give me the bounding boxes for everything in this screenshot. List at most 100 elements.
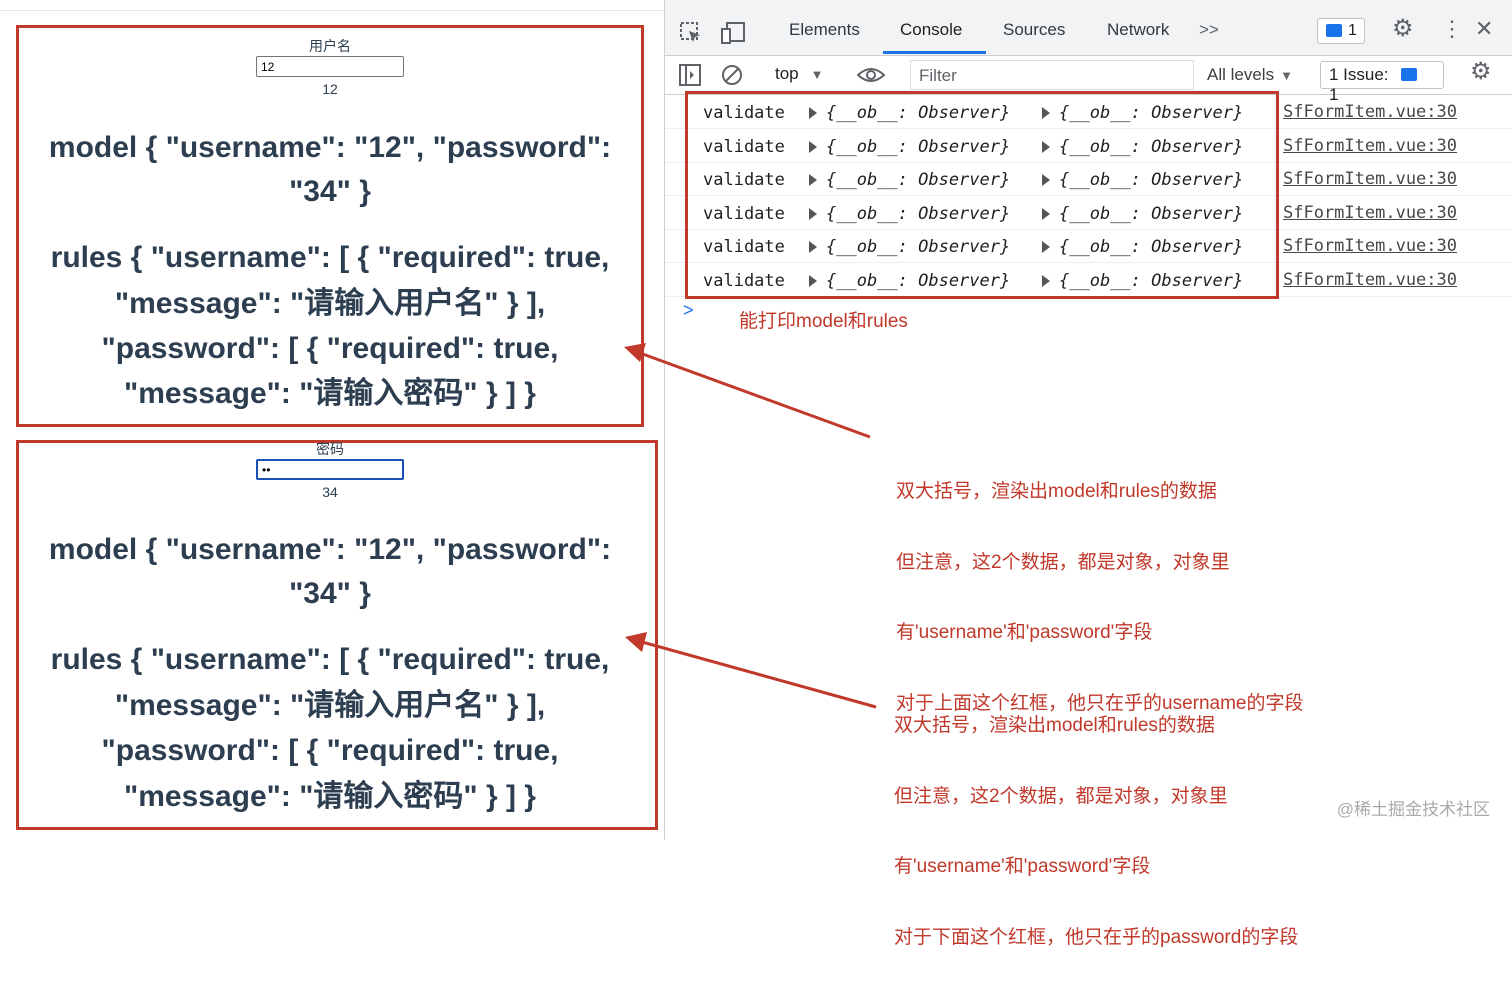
rules-text-1a: rules { "username": [ { "required": true…: [50, 241, 610, 274]
rules-text-2d: "message": "请输入密码" } ] }: [124, 780, 536, 813]
console-message: validate: [703, 237, 785, 257]
model-text-1b: "34" }: [289, 175, 371, 208]
rules-text-2c: "password": [ { "required": true,: [101, 734, 559, 767]
inspect-element-icon[interactable]: [679, 21, 703, 49]
expand-triangle-icon[interactable]: [1042, 208, 1050, 220]
model-text-1a: model { "username": "12", "password":: [48, 131, 612, 164]
more-tabs-icon[interactable]: >>: [1199, 20, 1219, 39]
console-annotation: 能打印model和rules: [739, 311, 908, 332]
rules-text-2b: "message": "请输入用户名" } ],: [114, 689, 546, 722]
expand-triangle-icon[interactable]: [809, 174, 817, 186]
devtools-panel: Elements Console Sources Network >> 1 ⚙ …: [664, 0, 1512, 948]
kebab-menu-icon[interactable]: ⋮: [1441, 16, 1463, 41]
annotation-line: 但注意，这2个数据，都是对象，对象里: [896, 551, 1230, 573]
source-link[interactable]: SfFormItem.vue:30: [1283, 102, 1457, 122]
page-top-divider: [0, 10, 664, 11]
console-message: validate: [703, 103, 785, 123]
annotation-line: 有'username'和'password'字段: [896, 622, 1153, 643]
annotation-line: 但注意，这2个数据，都是对象，对象里: [894, 785, 1228, 807]
chevron-down-icon: ▼: [1280, 68, 1293, 83]
expand-triangle-icon[interactable]: [809, 241, 817, 253]
expand-triangle-icon[interactable]: [1042, 241, 1050, 253]
log-levels-select[interactable]: All levels ▼: [1207, 65, 1293, 85]
password-form-item: 密码 34: [0, 440, 660, 501]
console-toolbar: top▼ Filter All levels ▼ 1 Issue: 1 ⚙: [665, 56, 1512, 104]
console-arg[interactable]: {__ob__: Observer}: [1059, 103, 1244, 123]
annotation-line: 对于下面这个红框，他只在乎的password的字段: [894, 926, 1299, 948]
tab-network[interactable]: Network: [1107, 20, 1170, 39]
eye-icon[interactable]: [856, 64, 886, 90]
device-toolbar-icon[interactable]: [721, 21, 747, 49]
expand-triangle-icon[interactable]: [1042, 275, 1050, 287]
console-message: validate: [703, 271, 785, 291]
expand-triangle-icon[interactable]: [1042, 141, 1050, 153]
password-input[interactable]: [256, 459, 404, 480]
console-arg[interactable]: {__ob__: Observer}: [1059, 137, 1244, 157]
console-row[interactable]: validate {__ob__: Observer} {__ob__: Obs…: [665, 162, 1512, 196]
console-row[interactable]: validate {__ob__: Observer} {__ob__: Obs…: [665, 196, 1512, 230]
console-row[interactable]: validate {__ob__: Observer} {__ob__: Obs…: [665, 95, 1512, 129]
watermark: @稀土掘金技术社区: [1336, 800, 1490, 819]
username-echo: 12: [322, 81, 338, 97]
expand-triangle-icon[interactable]: [1042, 107, 1050, 119]
source-link[interactable]: SfFormItem.vue:30: [1283, 169, 1457, 189]
clear-console-icon[interactable]: [721, 64, 743, 90]
context-select[interactable]: top▼: [775, 64, 824, 84]
annotation-top: 双大括号，渲染出model和rules的数据 但注意，这2个数据，都是对象，对象…: [896, 433, 1304, 762]
expand-triangle-icon[interactable]: [1042, 174, 1050, 186]
source-link[interactable]: SfFormItem.vue:30: [1283, 236, 1457, 256]
chevron-down-icon: ▼: [810, 67, 824, 82]
rules-text-1d: "message": "请输入密码" } ] }: [124, 377, 536, 410]
tab-elements[interactable]: Elements: [789, 20, 860, 39]
issue-icon: [1401, 68, 1418, 81]
console-row[interactable]: validate {__ob__: Observer} {__ob__: Obs…: [665, 229, 1512, 263]
console-arg[interactable]: {__ob__: Observer}: [826, 103, 1011, 123]
filter-input[interactable]: Filter: [910, 60, 1194, 90]
password-label: 密码: [316, 441, 344, 457]
console-arg[interactable]: {__ob__: Observer}: [826, 271, 1011, 291]
annotation-line: 对于上面这个红框，他只在乎的username的字段: [896, 692, 1304, 714]
close-icon[interactable]: ✕: [1475, 16, 1494, 41]
expand-triangle-icon[interactable]: [809, 107, 817, 119]
console-arg[interactable]: {__ob__: Observer}: [826, 237, 1011, 257]
username-input[interactable]: [256, 56, 404, 77]
console-message: validate: [703, 137, 785, 157]
gear-icon[interactable]: ⚙: [1392, 15, 1414, 42]
sidebar-toggle-icon[interactable]: [679, 64, 701, 90]
messages-count: 1: [1348, 22, 1357, 39]
expand-triangle-icon[interactable]: [809, 275, 817, 287]
username-form-item: 用户名 12: [0, 37, 660, 98]
active-tab-indicator: [883, 51, 986, 54]
console-arg[interactable]: {__ob__: Observer}: [826, 204, 1011, 224]
console-prompt[interactable]: >: [683, 300, 694, 320]
source-link[interactable]: SfFormItem.vue:30: [1283, 136, 1457, 156]
password-highlight-box: [16, 440, 658, 830]
annotation-line: 有'username'和'password'字段: [894, 856, 1151, 877]
model-text-2b: "34" }: [289, 577, 371, 610]
console-row[interactable]: validate {__ob__: Observer} {__ob__: Obs…: [665, 129, 1512, 163]
message-icon: [1326, 24, 1342, 37]
tab-console[interactable]: Console: [900, 20, 963, 39]
model-text-2a: model { "username": "12", "password":: [48, 533, 612, 566]
console-arg[interactable]: {__ob__: Observer}: [1059, 271, 1244, 291]
console-arg[interactable]: {__ob__: Observer}: [826, 137, 1011, 157]
source-link[interactable]: SfFormItem.vue:30: [1283, 270, 1457, 290]
console-arg[interactable]: {__ob__: Observer}: [1059, 204, 1244, 224]
tab-sources[interactable]: Sources: [1003, 20, 1066, 39]
source-link[interactable]: SfFormItem.vue:30: [1283, 203, 1457, 223]
username-label: 用户名: [309, 38, 351, 54]
annotation-bottom: 双大括号，渲染出model和rules的数据 但注意，这2个数据，都是对象，对象…: [894, 667, 1298, 996]
expand-triangle-icon[interactable]: [809, 141, 817, 153]
username-highlight-box: [16, 25, 644, 427]
annotation-line: 双大括号，渲染出model和rules的数据: [896, 481, 1217, 502]
messages-badge[interactable]: 1: [1317, 18, 1365, 44]
expand-triangle-icon[interactable]: [809, 208, 817, 220]
console-arg[interactable]: {__ob__: Observer}: [1059, 237, 1244, 257]
log-levels-value: All levels: [1207, 65, 1275, 84]
console-settings-gear-icon[interactable]: ⚙: [1470, 58, 1492, 85]
console-arg[interactable]: {__ob__: Observer}: [1059, 170, 1244, 190]
rules-text-1b: "message": "请输入用户名" } ],: [114, 287, 546, 320]
rules-text-2a: rules { "username": [ { "required": true…: [50, 643, 610, 676]
issues-button[interactable]: 1 Issue: 1: [1320, 61, 1444, 104]
console-arg[interactable]: {__ob__: Observer}: [826, 170, 1011, 190]
